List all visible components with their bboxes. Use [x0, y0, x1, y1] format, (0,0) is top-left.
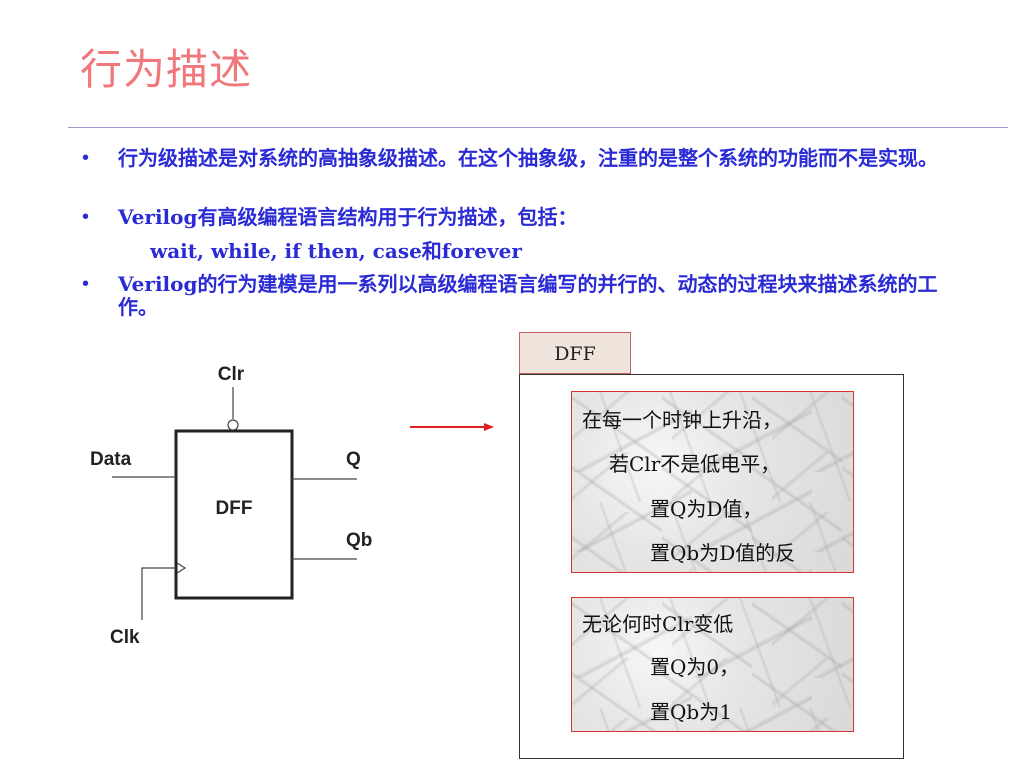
bullet-subitem-keywords: wait, while, if then, case和forever — [150, 239, 522, 263]
box1-line-2: 若Clr不是低电平， — [609, 452, 781, 476]
dff-block — [174, 429, 294, 600]
clock-edge-marker — [176, 562, 187, 574]
bullet-item-verilog-structures: Verilog有高级编程语言结构用于行为描述，包括： — [118, 205, 578, 229]
bullet-item-verilog-modeling: Verilog的行为建模是用一系列以高级编程语言编写的并行的、动态的过程块来描述… — [118, 272, 938, 319]
dff-panel-tab: DFF — [519, 332, 631, 374]
box2-line-2: 置Q为0， — [650, 655, 740, 679]
page-title: 行为描述 — [80, 45, 253, 94]
dff-block-label: DFF — [216, 498, 253, 519]
bullet-marker: • — [82, 206, 90, 228]
qb-label: Qb — [346, 530, 372, 551]
clk-label: Clk — [110, 627, 140, 648]
box1-line-1: 在每一个时钟上升沿， — [582, 408, 782, 432]
box1-line-3: 置Q为D值， — [650, 497, 763, 521]
behavior-box-clear: 无论何时Clr变低 置Q为0， 置Qb为1 — [571, 597, 854, 732]
q-label: Q — [346, 449, 361, 470]
bullet-marker: • — [82, 273, 90, 295]
arrow-head-icon — [484, 423, 494, 431]
clr-label: Clr — [218, 364, 245, 385]
title-divider — [68, 127, 1008, 128]
bullet-item-behavior-level: 行为级描述是对系统的高抽象级描述。在这个抽象级，注重的是整个系统的功能而不是实现… — [118, 146, 938, 170]
box2-line-1: 无论何时Clr变低 — [582, 612, 734, 636]
behavior-box-clock-edge: 在每一个时钟上升沿， 若Clr不是低电平， 置Q为D值， 置Qb为D值的反 — [571, 391, 854, 573]
box2-line-3: 置Qb为1 — [650, 700, 732, 724]
data-label: Data — [90, 449, 132, 470]
bullet-marker: • — [82, 147, 90, 169]
clk-wire — [141, 567, 176, 620]
box1-line-4: 置Qb为D值的反 — [650, 541, 796, 565]
bullet-list: • 行为级描述是对系统的高抽象级描述。在这个抽象级，注重的是整个系统的功能而不是… — [0, 0, 1024, 330]
clr-inversion-bubble — [227, 419, 239, 431]
